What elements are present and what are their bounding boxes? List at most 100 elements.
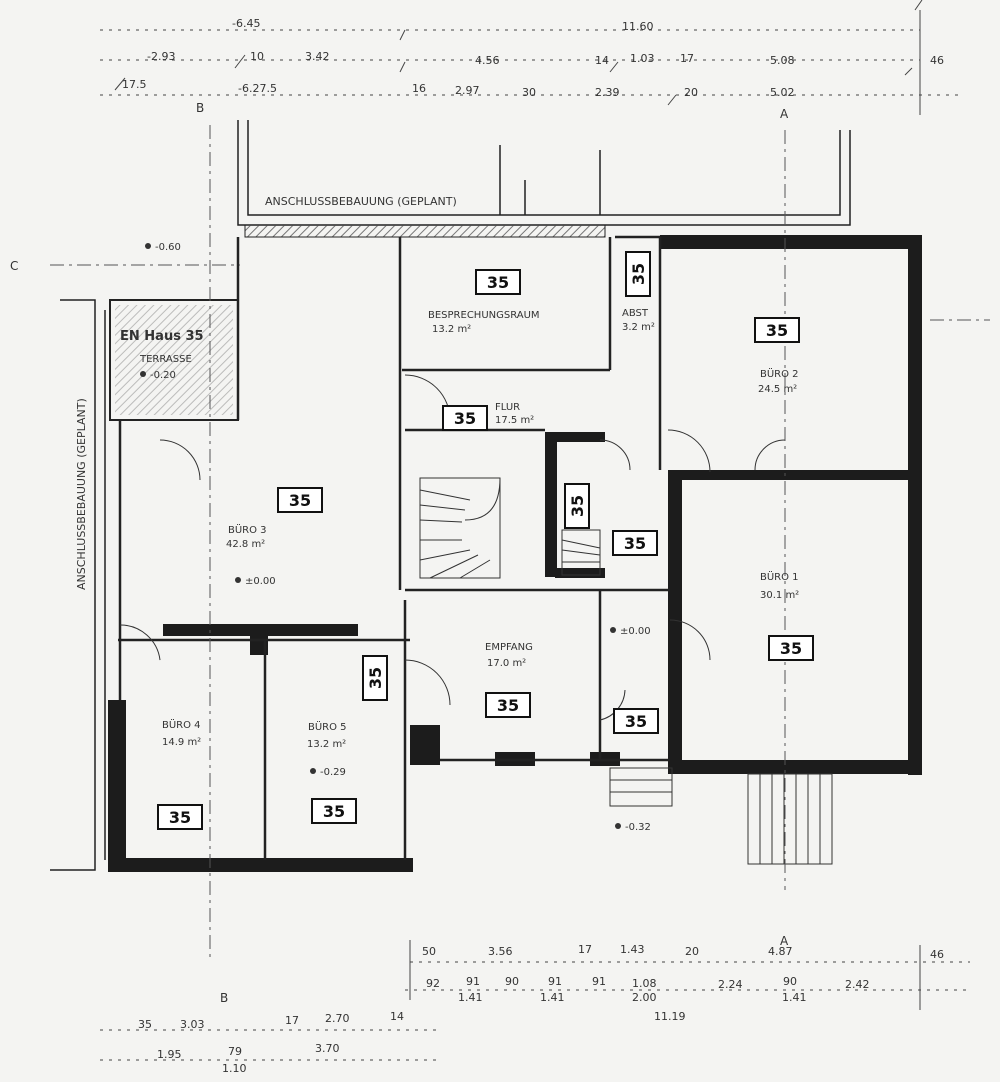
dim-label: 5.08 [770, 54, 795, 67]
rating-badge: 35 [442, 405, 488, 431]
room-area-flur: 17.5 m² [495, 415, 534, 426]
svg-text:35: 35 [366, 667, 385, 689]
dim-label: 17.5 [122, 78, 147, 91]
level-buero3: ±0.00 [245, 576, 276, 587]
rating-badge: 35 [157, 804, 203, 830]
dim-label: 1.43 [620, 943, 645, 956]
room-name-besprechung: BESPRECHUNGSRAUM [428, 310, 540, 321]
dim-label: 1.41 [540, 991, 565, 1004]
rating-badge: 35 [768, 635, 814, 661]
door-swings [119, 374, 786, 721]
room-area-buero2: 24.5 m² [758, 384, 797, 395]
section-lines [50, 125, 990, 960]
svg-text:35: 35 [766, 321, 788, 340]
level-terrasse: -0.20 [150, 370, 176, 381]
dim-label: 14 [595, 54, 609, 67]
dim-label: 14 [390, 1010, 404, 1023]
dim-label: 10 [250, 50, 264, 63]
dim-label: 90 [783, 975, 797, 988]
dimension-lines-bottom [100, 940, 970, 1061]
dim-label: 11.19 [654, 1010, 686, 1023]
dim-label: 20 [685, 945, 699, 958]
dimension-labels-top: -6.45 11.60 -2.93 10 3.42 4.56 14 1.03 1… [122, 17, 944, 99]
house-label: EN Haus 35 [120, 329, 204, 344]
dim-label: 1.10 [222, 1062, 247, 1075]
dim-label: 3.56 [488, 945, 513, 958]
dim-label: 3.70 [315, 1042, 340, 1055]
svg-text:35: 35 [289, 491, 311, 510]
dim-label: 1.41 [458, 991, 483, 1004]
rating-badge: 35 [754, 317, 800, 343]
entry-steps [609, 767, 833, 865]
svg-text:35: 35 [169, 808, 191, 827]
room-area-buero3: 42.8 m² [226, 539, 265, 550]
dim-label: -2.93 [147, 50, 175, 63]
room-name-empfang: EMPFANG [485, 642, 533, 653]
neighbor-top-label: ANSCHLUSSBEBAUUNG (GEPLANT) [265, 195, 457, 208]
section-mark-c: C [10, 259, 18, 273]
dim-label: 20 [684, 86, 698, 99]
neighbor-left-label: ANSCHLUSSBEBAUUNG (GEPLANT) [75, 398, 88, 590]
dim-label: 2.42 [845, 978, 870, 991]
room-name-buero3: BÜRO 3 [228, 523, 267, 536]
dim-label: 16 [412, 82, 426, 95]
dim-label: 91 [466, 975, 480, 988]
top-wall-hatched [244, 224, 606, 238]
level-left: -0.60 [155, 242, 181, 253]
dim-label: 11.60 [622, 20, 654, 33]
level-markers: -0.60 -0.20 ±0.00 ±0.00 -0.29 -0.32 [140, 242, 651, 833]
level-empfang: ±0.00 [620, 626, 651, 637]
room-name-terrasse: TERRASSE [139, 354, 192, 365]
dim-label: 92 [426, 977, 440, 990]
svg-text:35: 35 [454, 409, 476, 428]
dim-label: 2.39 [595, 86, 620, 99]
rating-badge: 35 [311, 798, 357, 824]
dimension-lines-top [100, 0, 960, 115]
room-name-buero5: BÜRO 5 [308, 720, 347, 733]
svg-text:35: 35 [323, 802, 345, 821]
dim-label: 17 [285, 1014, 299, 1027]
rating-badge: 35 [625, 251, 651, 297]
dim-label: 35 [138, 1018, 152, 1031]
rating-badge: 35 [564, 483, 590, 529]
dim-label: 30 [522, 86, 536, 99]
rating-badge: 35 [475, 269, 521, 295]
svg-text:35: 35 [487, 273, 509, 292]
room-area-abst: 3.2 m² [622, 322, 655, 333]
dim-label: -6.27.5 [238, 82, 277, 95]
dim-label: 90 [505, 975, 519, 988]
dim-label: 17 [680, 52, 694, 65]
svg-text:35: 35 [568, 495, 587, 517]
dim-label: 46 [930, 54, 944, 67]
terrasse-area: EN Haus 35 TERRASSE [109, 299, 239, 421]
dim-label: 1.08 [632, 977, 657, 990]
room-area-buero4: 14.9 m² [162, 737, 201, 748]
dim-label: 1.95 [157, 1048, 182, 1061]
room-labels: BESPRECHUNGSRAUM 13.2 m² ABST 3.2 m² BÜR… [162, 308, 799, 750]
neighbor-building-top: ANSCHLUSSBEBAUUNG (GEPLANT) [237, 120, 851, 226]
svg-text:35: 35 [625, 712, 647, 731]
section-mark-b-bottom: B [220, 991, 228, 1005]
dim-label: 5.02 [770, 86, 795, 99]
room-name-buero4: BÜRO 4 [162, 718, 201, 731]
dim-label: 1.03 [630, 52, 655, 65]
svg-text:35: 35 [629, 263, 648, 285]
rating-badge: 35 [612, 530, 658, 556]
room-name-buero1: BÜRO 1 [760, 570, 799, 583]
dim-label: 1.41 [782, 991, 807, 1004]
room-area-buero1: 30.1 m² [760, 590, 799, 601]
level-entry: -0.32 [625, 822, 651, 833]
dim-label: 4.56 [475, 54, 500, 67]
rating-badge: 35 [277, 487, 323, 513]
room-area-buero5: 13.2 m² [307, 739, 346, 750]
dim-label: 2.24 [718, 978, 743, 991]
staircase [419, 477, 601, 579]
section-mark-a-top: A [780, 107, 789, 121]
dim-label: 91 [548, 975, 562, 988]
neighbor-building-left: ANSCHLUSSBEBAUUNG (GEPLANT) [50, 299, 106, 871]
svg-text:35: 35 [780, 639, 802, 658]
room-area-besprechung: 13.2 m² [432, 324, 471, 335]
dim-label: 46 [930, 948, 944, 961]
level-buero5: -0.29 [320, 767, 346, 778]
